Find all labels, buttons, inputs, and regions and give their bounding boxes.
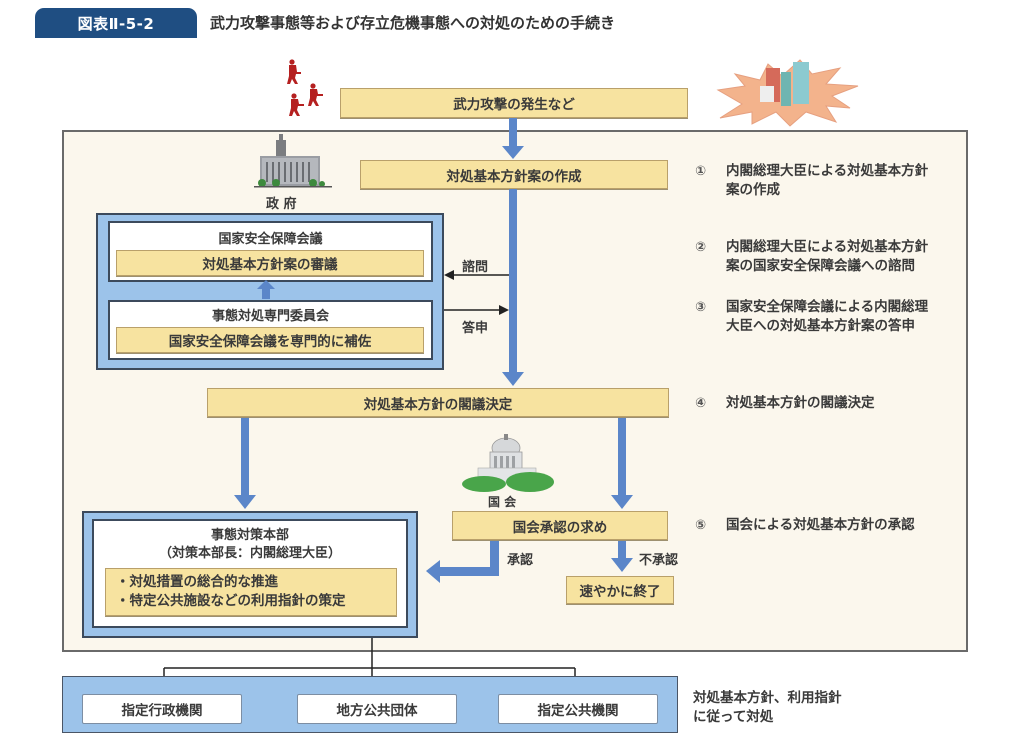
step-4: ④ 対処基本方針の閣議決定 [695,394,875,413]
agencies-note: 対処基本方針、利用指針 に従って対処 [693,689,842,727]
nsc-title: 国家安全保障会議 [218,232,323,247]
step-3: ③ 国家安全保障会議による内閣総理 大臣への対処基本方針案の答申 [695,298,928,336]
arrow-attack-to-draft [502,118,524,159]
step-number: ③ [695,300,707,315]
prompt-end-box: 速やかに終了 [566,576,674,604]
step-number: ① [695,164,707,179]
diet-label: 国 会 [488,495,517,509]
draft-creation-box: 対処基本方針案の作成 [360,160,668,189]
arrow-draft-to-cabinet [502,189,524,386]
figure-title: 武力攻撃事態等および存立危機事態への対処のための手続き [210,14,616,32]
cabinet-decision-box: 対処基本方針の閣議決定 [207,388,669,417]
nsc-task-box: 対処基本方針案の審議 [116,250,424,276]
agency-designated-administrative: 指定行政機関 [82,694,242,724]
step-1: ① 内閣総理大臣による対処基本方針 案の作成 [695,162,928,200]
consult-label: 諮問 [462,260,489,275]
disapprove-label: 不承認 [639,553,679,568]
hq-tasks-box: ・対処措置の総合的な推進 ・特定公共施設などの利用指針の策定 [105,568,397,616]
step-number: ⑤ [695,518,707,533]
government-label: 政 府 [266,197,297,212]
arrow-approve-to-hq [426,540,499,583]
attack-occurrence-box: 武力攻撃の発生など [340,88,688,118]
hq-task-item: ・対処措置の総合的な推進 [116,574,278,590]
step-text: 内閣総理大臣による対処基本方針 [726,163,929,179]
arrow-disapprove-to-end [611,540,633,572]
arrow-committee-to-nsc [257,280,275,299]
hq-task-item: ・特定公共施設などの利用指針の策定 [116,593,346,609]
step-text: 案の国家安全保障会議への諮問 [726,258,915,274]
step-text: 大臣への対処基本方針案の答申 [726,318,915,334]
report-label: 答申 [462,321,489,336]
step-text: 国家安全保障会議による内閣総理 [726,299,929,315]
step-text: 内閣総理大臣による対処基本方針 [726,239,929,255]
expert-committee-task-box: 国家安全保障会議を専門的に補佐 [116,327,424,353]
step-number: ④ [695,396,707,411]
step-text: 国会による対処基本方針の承認 [726,517,915,533]
arrow-cabinet-to-hq [234,417,256,509]
figure-tag: 図表Ⅱ-5-2 [35,8,197,38]
hq-title: 事態対策本部 [210,528,289,543]
diet-approval-request-box: 国会承認の求め [452,511,668,540]
step-text: 対処基本方針の閣議決定 [726,395,875,411]
arrow-cabinet-to-diet [611,417,633,509]
agencies-note-line: に従って対処 [693,709,774,725]
agency-local-government: 地方公共団体 [297,694,457,724]
expert-committee-title: 事態対処専門委員会 [211,309,329,324]
step-number: ② [695,240,707,255]
agency-designated-public: 指定公共機関 [498,694,658,724]
agencies-note-line: 対処基本方針、利用指針 [693,690,842,706]
hq-subtitle: （対策本部長：内閣総理大臣） [158,546,341,561]
step-2: ② 内閣総理大臣による対処基本方針 案の国家安全保障会議への諮問 [695,238,928,276]
step-text: 案の作成 [726,182,780,198]
step-5: ⑤ 国会による対処基本方針の承認 [695,516,915,535]
approve-label: 承認 [507,553,534,568]
